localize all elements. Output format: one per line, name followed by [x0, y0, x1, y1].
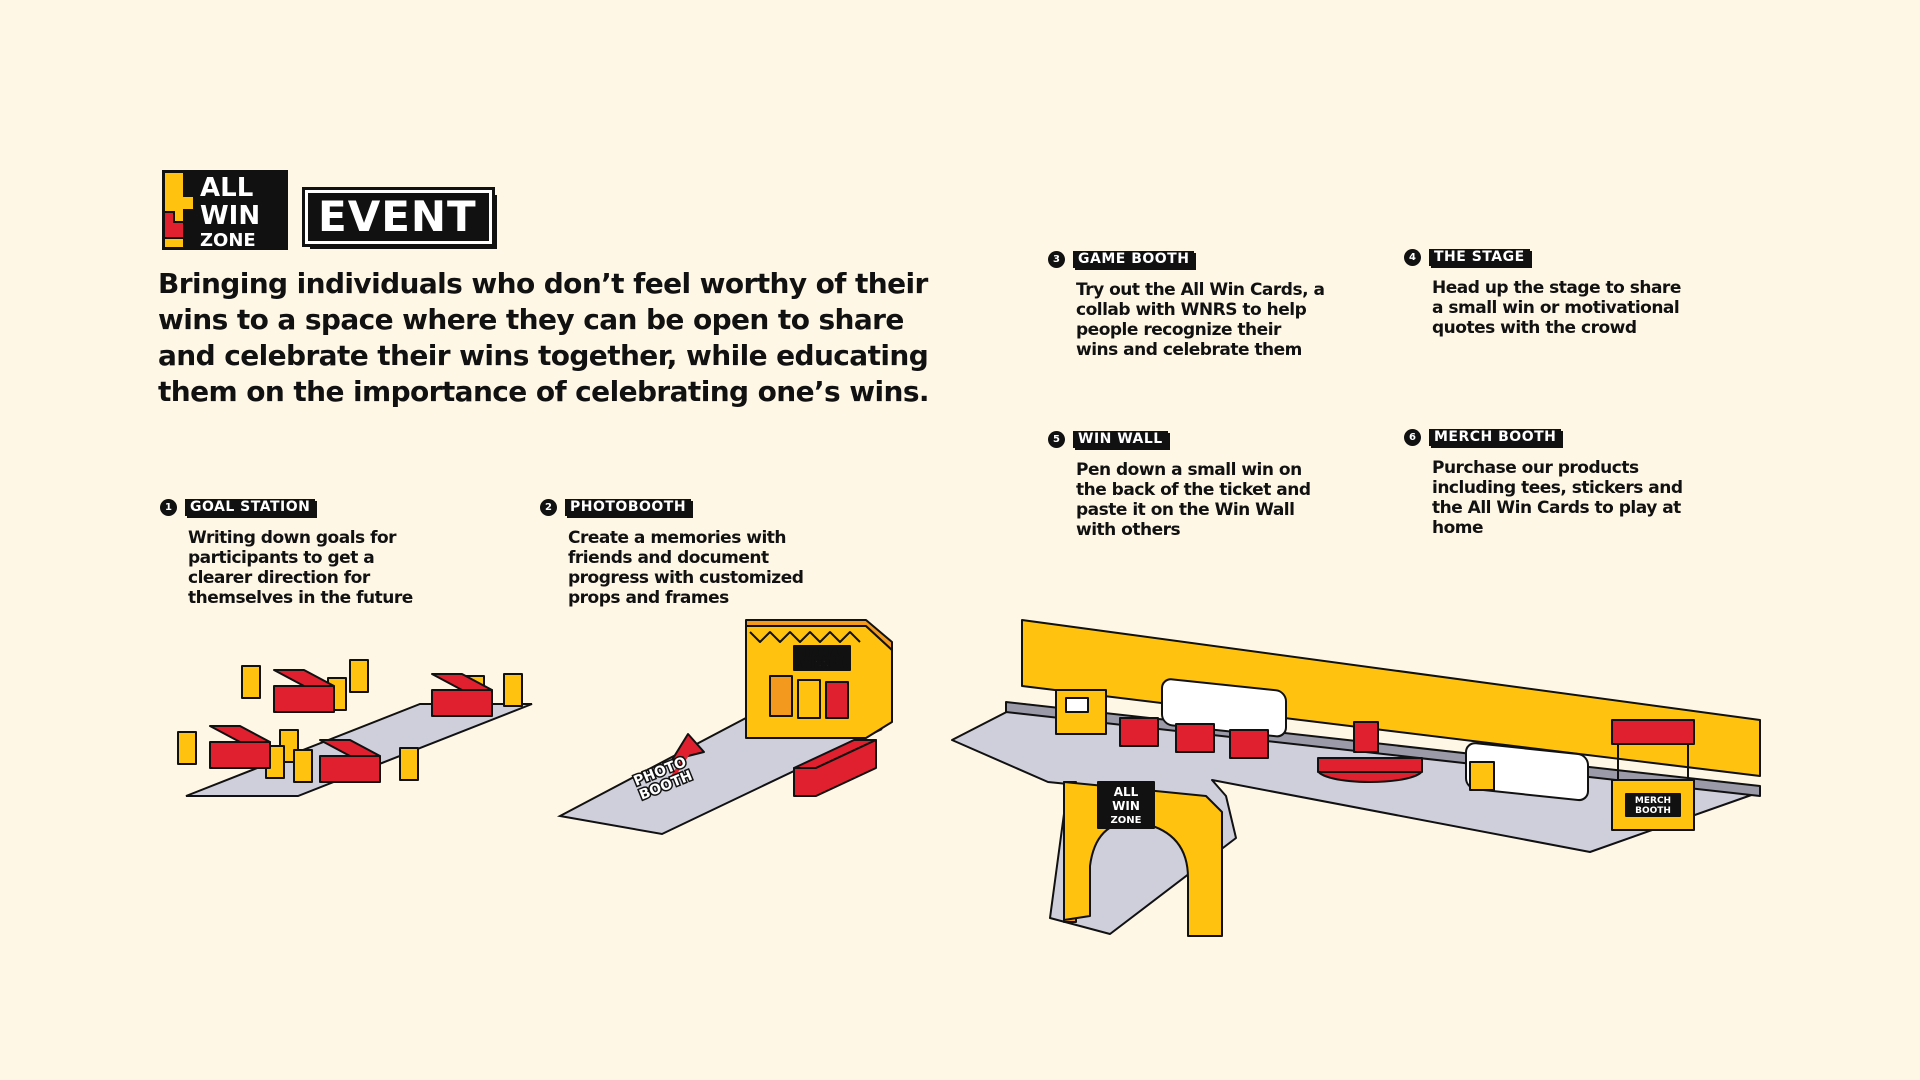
logo-line-2: WIN [200, 201, 260, 231]
chair [399, 747, 419, 781]
intro-text: Bringing individuals who don’t feel wort… [158, 267, 930, 408]
stage-mascot [1353, 721, 1379, 753]
zone-game-booth: 3 GAME BOOTH Try out the All Win Cards, … [1048, 248, 1338, 360]
stool [1119, 717, 1159, 747]
table [319, 755, 381, 783]
chair [177, 731, 197, 765]
zone-title: PHOTOBOOTH [565, 498, 692, 516]
zone-number: 1 [160, 498, 177, 516]
table [273, 685, 335, 713]
zone-description: Create a memories with friends and docum… [568, 528, 804, 608]
chair [503, 673, 523, 707]
win-wall-board [1161, 678, 1287, 738]
zone-photobooth: 2 PHOTOBOOTH Create a memories with frie… [540, 496, 830, 608]
table-top [209, 725, 271, 743]
merch-booth-awning [1611, 719, 1695, 745]
zone-number: 6 [1404, 428, 1421, 446]
venue-illustration: MERCH BOOTH ALL WIN ZONE [951, 619, 1761, 937]
mascot-yellow [797, 679, 821, 719]
zone-title: WIN WALL [1073, 430, 1168, 448]
zone-description: Pen down a small win on the back of the … [1076, 460, 1311, 540]
bunting [749, 631, 861, 643]
table [209, 741, 271, 769]
goal-station-illustration [177, 659, 533, 797]
mascot-red [825, 681, 849, 719]
merch-sign [1625, 793, 1681, 817]
table [431, 689, 493, 717]
merch-sign-line-2: BOOTH [1635, 806, 1671, 816]
arch-line-1: ALL [1114, 785, 1139, 799]
walking-mascot [1469, 761, 1495, 791]
banner-line-1: I AM A [806, 649, 839, 659]
zone-goal-station: 1 GOAL STATION Writing down goals for pa… [160, 496, 450, 608]
zone-description: Purchase our products including tees, st… [1432, 458, 1683, 538]
zone-title: GAME BOOTH [1073, 250, 1195, 268]
zone-number: 2 [540, 498, 557, 516]
event-badge: EVENT [302, 187, 495, 247]
zone-title: MERCH BOOTH [1429, 428, 1562, 446]
merch-sign-line-1: MERCH [1635, 796, 1671, 806]
logo-line-3: ZONE [200, 230, 256, 251]
back-wall [1021, 619, 1761, 777]
all-win-zone-logo: ALL WIN ZONE [162, 170, 288, 251]
arch-line-2: WIN [1112, 799, 1140, 813]
stool [1229, 729, 1269, 759]
zone-title: THE STAGE [1429, 248, 1530, 266]
logo-line-1: ALL [200, 173, 253, 203]
zone-number: 3 [1048, 250, 1065, 268]
zone-number: 4 [1404, 248, 1421, 266]
mascot-orange [769, 675, 793, 717]
photobooth-illustration: I AM A WINNER PHOTO BOOTH [556, 619, 893, 836]
chair [293, 749, 313, 783]
stool [1175, 723, 1215, 753]
zone-title: GOAL STATION [185, 498, 316, 516]
win-wall-board [1465, 742, 1589, 802]
zone-description: Writing down goals for participants to g… [188, 528, 413, 608]
zone-description: Head up the stage to share a small win o… [1432, 278, 1681, 338]
zone-win-wall: 5 WIN WALL Pen down a small win on the b… [1048, 428, 1338, 540]
zone-number: 5 [1048, 430, 1065, 448]
chair [349, 659, 369, 693]
bench [793, 739, 877, 797]
zone-description: Try out the All Win Cards, a collab with… [1076, 280, 1325, 360]
chair [241, 665, 261, 699]
winner-banner [793, 645, 851, 671]
table-top [273, 669, 335, 687]
arch-sign [1097, 781, 1155, 829]
zone-merch-booth: 6 MERCH BOOTH Purchase our products incl… [1404, 426, 1694, 538]
zone-the-stage: 4 THE STAGE Head up the stage to share a… [1404, 246, 1694, 338]
banner-line-2: WINNER [801, 660, 842, 670]
arch-line-3: ZONE [1111, 815, 1142, 826]
